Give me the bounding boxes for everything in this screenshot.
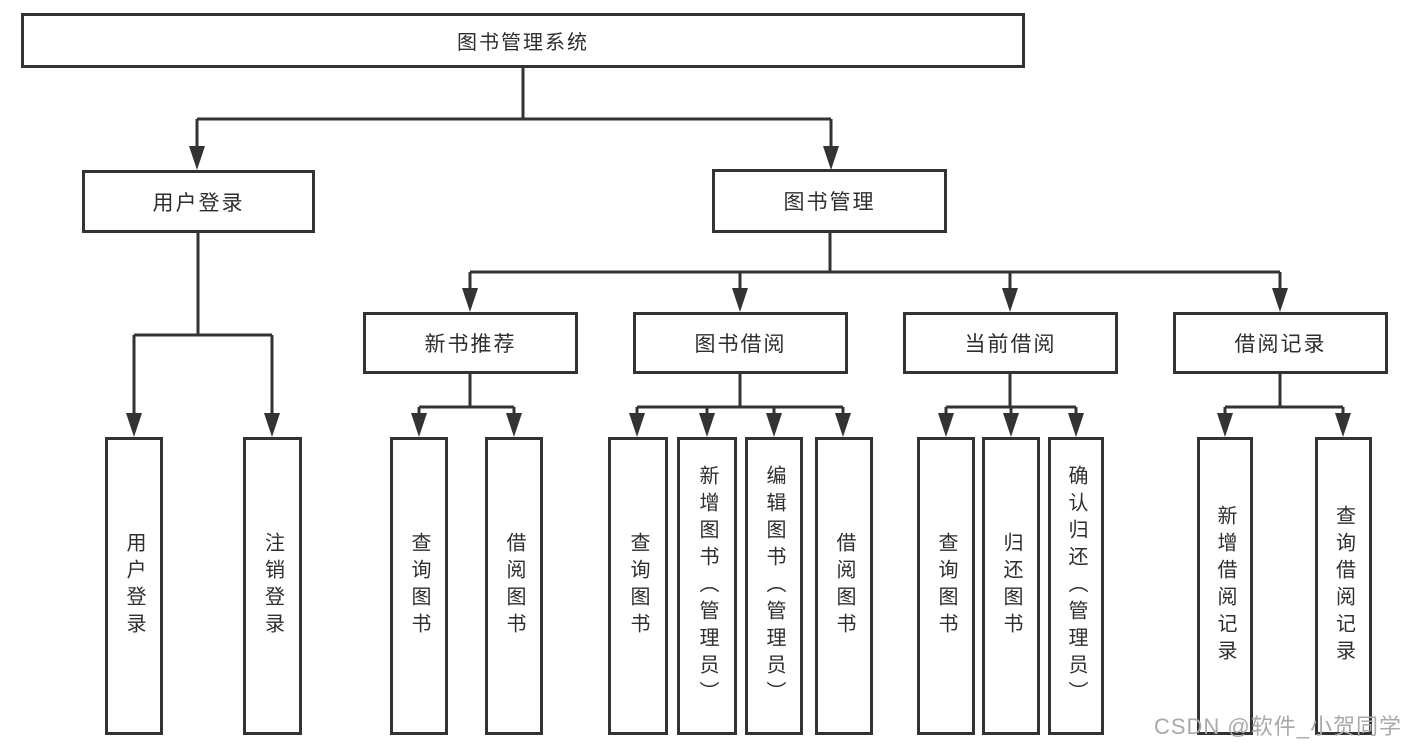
node-label: 查询图书 bbox=[935, 532, 957, 640]
leaf-borrow-edit-book-admin: 编辑图书（管理员） bbox=[745, 437, 803, 735]
node-label: 查询图书 bbox=[408, 532, 430, 640]
node-label: 新增借阅记录 bbox=[1214, 505, 1236, 667]
leaf-current-query-book: 查询图书 bbox=[917, 437, 975, 735]
node-root-system: 图书管理系统 bbox=[21, 13, 1025, 68]
node-label: 图书借阅 bbox=[694, 333, 787, 356]
node-label: 确认归还（管理员） bbox=[1065, 464, 1087, 708]
leaf-current-return-book: 归还图书 bbox=[982, 437, 1040, 735]
node-label: 查询图书 bbox=[627, 532, 649, 640]
node-book-borrow: 图书借阅 bbox=[633, 312, 848, 374]
node-book-management: 图书管理 bbox=[712, 169, 947, 233]
csdn-watermark: CSDN @软件_小贺同学 bbox=[1153, 714, 1402, 739]
node-borrow-records: 借阅记录 bbox=[1173, 312, 1388, 374]
node-label: 借阅记录 bbox=[1234, 333, 1327, 356]
node-label: 新书推荐 bbox=[424, 333, 517, 356]
leaf-user-logout: 注销登录 bbox=[243, 437, 302, 735]
node-label: 用户登录 bbox=[152, 191, 245, 215]
node-new-book-recommend: 新书推荐 bbox=[363, 312, 578, 374]
leaf-user-login: 用户登录 bbox=[105, 437, 163, 735]
leaf-records-add-record: 新增借阅记录 bbox=[1197, 437, 1253, 735]
node-label: 当前借阅 bbox=[964, 333, 1057, 356]
arrowheads bbox=[126, 146, 1351, 437]
node-label: 新增图书（管理员） bbox=[696, 464, 718, 708]
leaf-recommend-borrow-book: 借阅图书 bbox=[485, 437, 543, 735]
node-label: 查询借阅记录 bbox=[1332, 505, 1355, 667]
leaf-borrow-query-book: 查询图书 bbox=[608, 437, 668, 735]
node-label: 图书管理系统 bbox=[457, 32, 589, 54]
node-label: 借阅图书 bbox=[503, 532, 525, 640]
node-label: 编辑图书（管理员） bbox=[763, 464, 785, 708]
leaf-current-confirm-return-admin: 确认归还（管理员） bbox=[1048, 437, 1104, 735]
node-user-login: 用户登录 bbox=[82, 170, 315, 233]
leaf-records-query-record: 查询借阅记录 bbox=[1315, 437, 1372, 735]
node-label: 注销登录 bbox=[261, 532, 284, 640]
leaf-borrow-borrow-book: 借阅图书 bbox=[815, 437, 873, 735]
node-label: 图书管理 bbox=[783, 191, 876, 214]
node-label: 归还图书 bbox=[1000, 532, 1022, 640]
node-label: 用户登录 bbox=[123, 532, 145, 640]
node-label: 借阅图书 bbox=[833, 532, 855, 640]
leaf-recommend-query-book: 查询图书 bbox=[390, 437, 448, 735]
leaf-borrow-add-book-admin: 新增图书（管理员） bbox=[677, 437, 737, 735]
node-current-borrow: 当前借阅 bbox=[903, 312, 1118, 374]
